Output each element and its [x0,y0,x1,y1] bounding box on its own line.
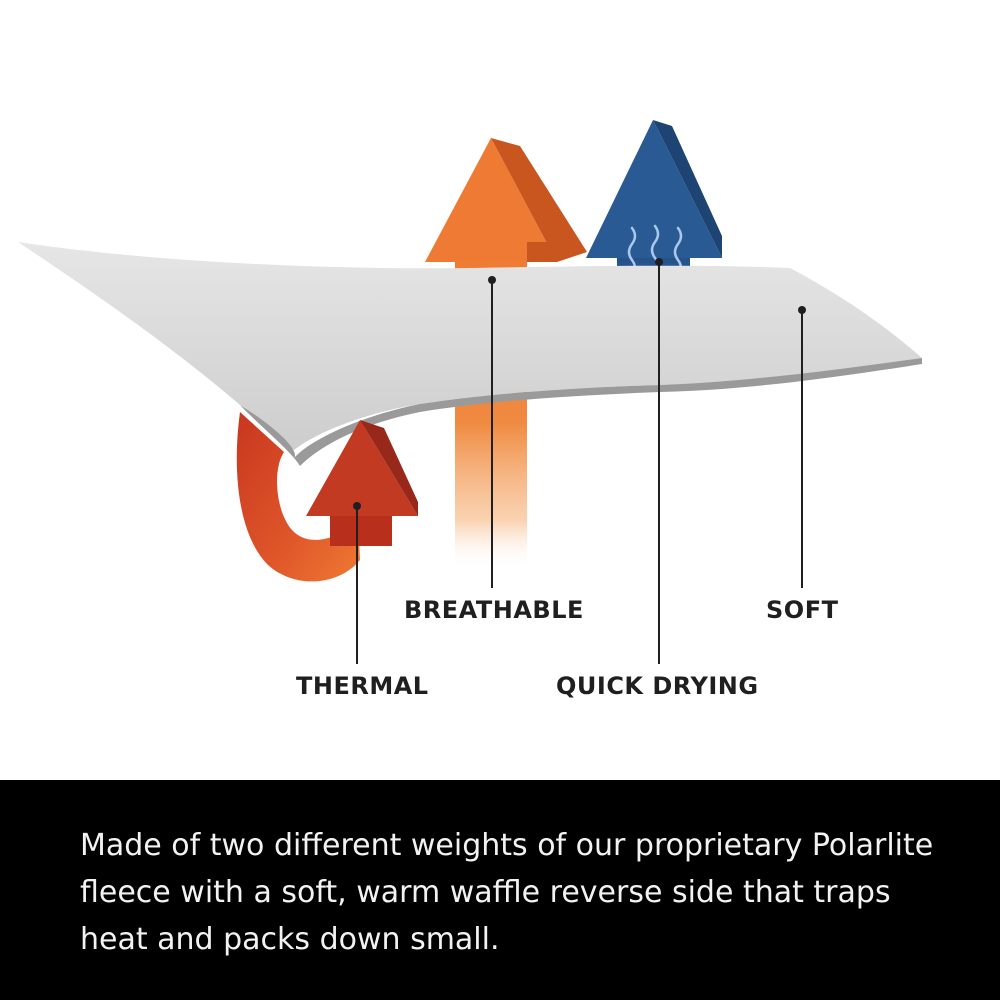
leader-line-breathable [488,276,496,588]
caption-band [0,780,1000,1000]
caption-text: Made of two different weights of our pro… [80,828,934,957]
fabric-diagram [18,120,922,664]
leader-line-thermal [353,502,361,664]
label-soft: SOFT [766,596,839,624]
red-curved-arrow-icon [236,412,418,582]
label-thermal: THERMAL [296,672,429,700]
label-breathable: BREATHABLE [404,596,584,624]
leader-line-quick-drying [655,258,663,664]
fabric-layer-icon [18,242,922,466]
leader-line-soft [798,306,806,588]
label-quick-drying: QUICK DRYING [556,672,759,700]
